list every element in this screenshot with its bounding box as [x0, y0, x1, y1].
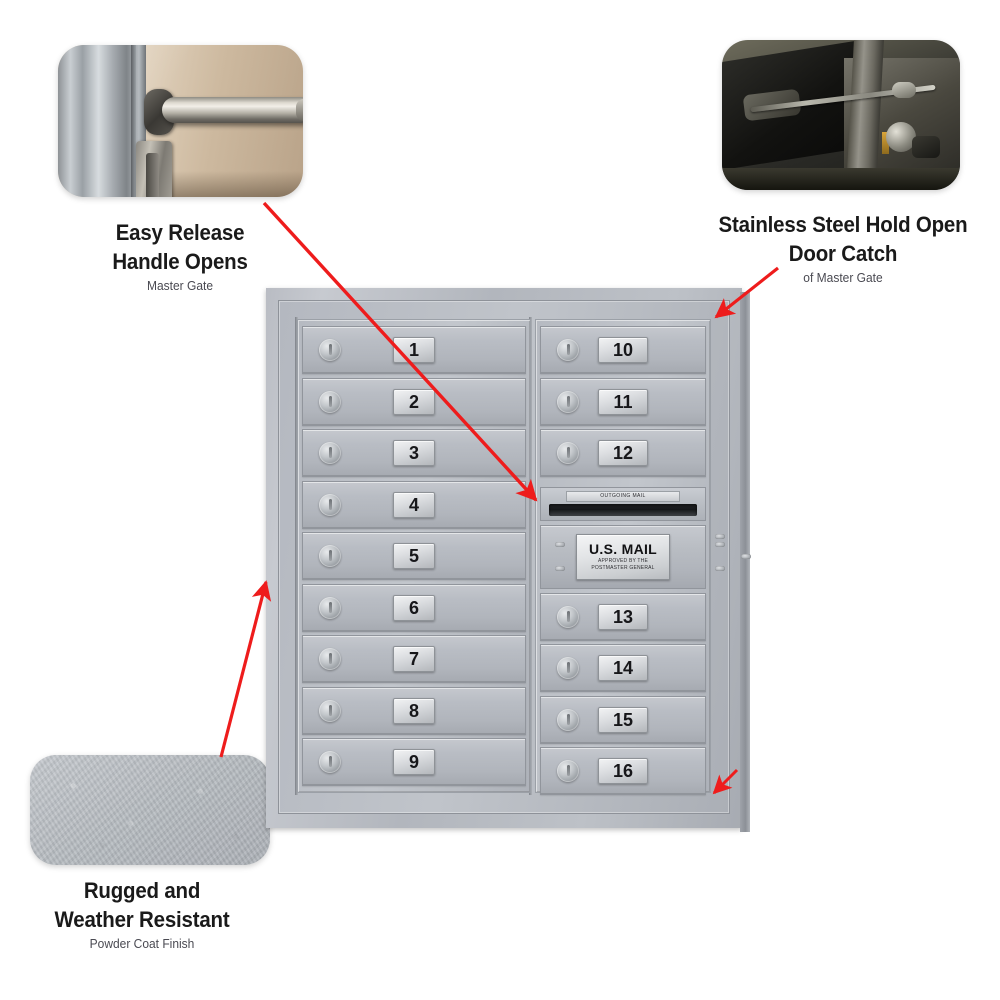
- outgoing-mail-opening: [549, 503, 697, 516]
- mailbox-door[interactable]: 4: [302, 480, 526, 529]
- callout-photo-powder-coat-swatch: [30, 755, 270, 865]
- door-lock-icon[interactable]: [319, 390, 341, 413]
- mailbox-door[interactable]: 11: [540, 377, 706, 426]
- callout-photo-easy-release-handle: [58, 45, 303, 197]
- door-number-plate: 11: [598, 388, 648, 415]
- door-lock-icon[interactable]: [557, 390, 579, 413]
- rod-pivot: [892, 82, 916, 98]
- callout-title-line2: Handle Opens: [112, 249, 248, 274]
- door-number-plate: 16: [598, 758, 648, 784]
- mailbox-door[interactable]: 15: [540, 695, 706, 744]
- mailbox-door[interactable]: 6: [302, 583, 526, 632]
- usps-placard-line3: POSTMASTER GENERAL: [591, 565, 655, 571]
- cabinet-right-edge: [740, 292, 750, 832]
- panel-vent: [715, 565, 725, 571]
- mailbox-door[interactable]: 1: [302, 326, 526, 374]
- usps-placard-title: U.S. MAIL: [588, 541, 658, 557]
- door-lock-icon[interactable]: [319, 648, 341, 670]
- door-jamb: [58, 45, 146, 197]
- master-gate-left[interactable]: 1 2 3 4 5 6 7 8 9: [297, 319, 531, 793]
- callout-caption-easy-release-handle: Easy Release Handle Opens Master Gate: [55, 218, 305, 294]
- door-lock-icon[interactable]: [319, 596, 341, 619]
- mailbox-door[interactable]: 2: [302, 377, 526, 426]
- door-lock-icon[interactable]: [319, 545, 341, 567]
- door-lock-icon[interactable]: [319, 493, 341, 516]
- mailbox-door[interactable]: 16: [540, 747, 706, 795]
- door-number-plate: 10: [598, 337, 648, 363]
- cabinet-floor: [722, 168, 960, 190]
- callout-title-line2: Door Catch: [788, 241, 898, 266]
- callout-subtitle: of Master Gate: [803, 271, 883, 285]
- door-number-plate: 6: [393, 594, 435, 621]
- door-lock-icon[interactable]: [319, 442, 341, 464]
- callout-subtitle: Powder Coat Finish: [89, 937, 195, 951]
- door-lock-icon[interactable]: [557, 760, 579, 782]
- mailbox-door[interactable]: 9: [302, 738, 526, 786]
- latch-plate: [136, 141, 172, 197]
- mailbox-door[interactable]: 5: [302, 532, 526, 580]
- door-number-plate: 14: [598, 655, 648, 681]
- mailbox-door[interactable]: 12: [540, 429, 706, 477]
- handle-shadow: [168, 171, 303, 197]
- door-number-plate: 1: [393, 337, 435, 363]
- callout-photo-hold-open-door-catch: [722, 40, 960, 190]
- yellow-tab: [882, 132, 889, 154]
- mailbox-door[interactable]: 3: [302, 429, 526, 477]
- powder-coat-texture: [30, 755, 270, 865]
- door-number-plate: 12: [598, 440, 648, 466]
- callout-caption-powder-coat-finish: Rugged and Weather Resistant Powder Coat…: [18, 876, 266, 952]
- panel-vent: [555, 565, 565, 571]
- door-number-plate: 5: [393, 543, 435, 569]
- mailbox-door[interactable]: 8: [302, 686, 526, 735]
- door-number-plate: 9: [393, 749, 435, 775]
- latch-block: [912, 136, 940, 158]
- door-lock-icon[interactable]: [557, 708, 579, 731]
- cabinet-seam-left: [295, 317, 298, 795]
- panel-vent: [715, 533, 725, 539]
- door-number-plate: 4: [393, 491, 435, 518]
- lever-handle-icon: [162, 97, 303, 123]
- outgoing-mail-slot[interactable]: OUTGOING MAIL: [540, 486, 706, 521]
- door-number-plate: 15: [598, 706, 648, 733]
- callout-caption-hold-open-door-catch: Stainless Steel Hold Open Door Catch of …: [698, 210, 988, 286]
- door-number-plate: 8: [393, 697, 435, 724]
- door-lock-icon[interactable]: [319, 751, 341, 773]
- callout-title-line1: Easy Release: [115, 220, 245, 245]
- door-lock-icon[interactable]: [557, 442, 579, 464]
- door-lock-icon[interactable]: [557, 657, 579, 679]
- mailbox-door[interactable]: 10: [540, 326, 706, 374]
- callout-subtitle: Master Gate: [146, 279, 214, 293]
- door-number-plate: 2: [393, 388, 435, 415]
- callout-title-line1: Stainless Steel Hold Open: [718, 212, 968, 237]
- lock-cylinder-icon: [886, 122, 916, 152]
- mailbox-door[interactable]: 14: [540, 644, 706, 692]
- panel-vent: [555, 541, 565, 547]
- door-number-plate: 13: [598, 603, 648, 630]
- door-number-plate: 7: [393, 646, 435, 672]
- door-lock-icon[interactable]: [319, 339, 341, 361]
- usps-placard-line2: APPROVED BY THE: [597, 558, 649, 564]
- panel-vent: [715, 541, 725, 547]
- door-lock-icon[interactable]: [557, 339, 579, 361]
- door-lock-icon[interactable]: [319, 699, 341, 722]
- panel-vent: [741, 553, 751, 559]
- door-lock-icon[interactable]: [557, 605, 579, 628]
- outgoing-mail-label: OUTGOING MAIL: [566, 490, 680, 502]
- mailbox-door[interactable]: 13: [540, 592, 706, 641]
- mailbox-door[interactable]: 7: [302, 635, 526, 683]
- arrow-powder-coat-finish: [219, 580, 272, 758]
- door-number-plate: 3: [393, 440, 435, 466]
- callout-title-line2: Weather Resistant: [54, 907, 230, 932]
- callout-title-line1: Rugged and: [83, 878, 201, 903]
